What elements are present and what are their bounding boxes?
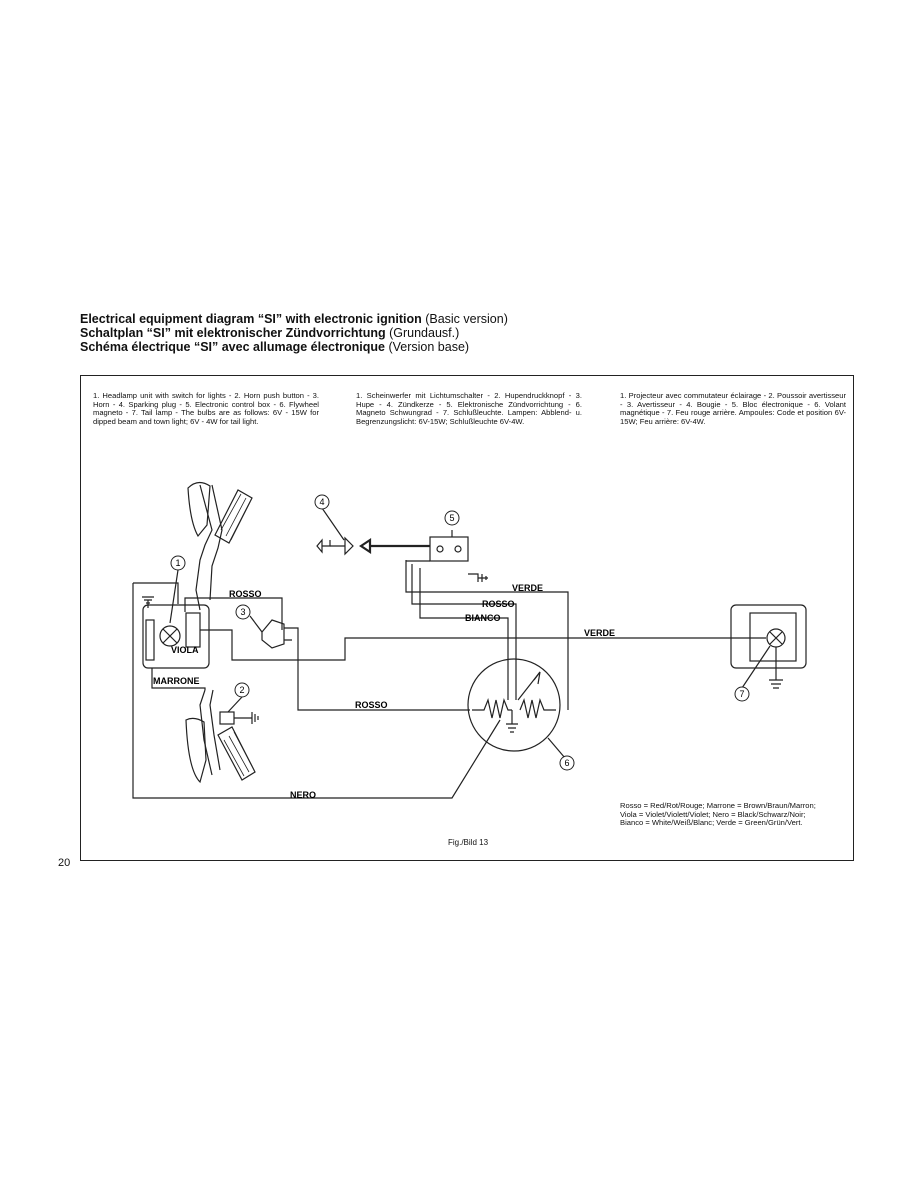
upper-grip — [214, 489, 253, 544]
ground-symbol-left — [142, 596, 154, 604]
verde-tail-wire — [200, 629, 766, 661]
wire-label-verde-top: VERDE — [512, 583, 543, 593]
callout-label-2: 2 — [239, 685, 244, 695]
callout-4 — [314, 494, 330, 510]
horn-button-icon — [219, 711, 235, 725]
callout-label-4: 4 — [319, 497, 324, 507]
wire-label-marrone: MARRONE — [153, 676, 200, 686]
color-key-line: Bianco = White/Weiß/Blanc; Verde = Green… — [620, 818, 803, 828]
tail-lamp-housing — [730, 604, 807, 669]
flywheel-magneto — [467, 658, 561, 752]
tail-lamp-lens — [749, 612, 797, 662]
title-german: Schaltplan “SI” mit elektronischer Zündv… — [80, 326, 460, 340]
spark-plug-icon — [330, 536, 354, 556]
callout-3 — [235, 604, 251, 620]
wire-label-rosso-top: ROSSO — [229, 589, 262, 599]
wire-label-nero: NERO — [290, 790, 316, 800]
wire-label-rosso-mid: ROSSO — [482, 599, 515, 609]
upper-brake-lever — [187, 481, 211, 538]
horn-icon — [261, 619, 285, 649]
handlebar-lower — [199, 689, 213, 776]
callout-1 — [170, 555, 186, 571]
title-french: Schéma électrique “SI” avec allumage éle… — [80, 340, 470, 354]
title-english: Electrical equipment diagram “SI” with e… — [80, 312, 508, 326]
legend-german: 1. Scheinwerfer mit Lichtumschalter - 2.… — [356, 391, 582, 426]
callout-5 — [444, 510, 460, 526]
headlamp-switch-box — [142, 604, 210, 669]
color-key-line: Rosso = Red/Rot/Rouge; Marrone = Brown/B… — [620, 801, 816, 810]
switch-contacts — [185, 612, 201, 648]
wire-label-rosso-bottom: ROSSO — [355, 700, 388, 710]
callout-2 — [234, 682, 250, 698]
electronic-control-box — [429, 536, 469, 562]
callout-label-5: 5 — [449, 513, 454, 523]
callout-label-7: 7 — [739, 689, 744, 699]
figure-caption: Fig./Bild 13 — [448, 838, 489, 847]
legend-english: 1. Headlamp unit with switch for lights … — [93, 391, 319, 426]
magneto-coil-b — [519, 697, 556, 719]
lower-grip — [217, 726, 256, 781]
callout-group — [170, 494, 750, 771]
spark-plug-symbol — [316, 538, 331, 554]
callout-label-1: 1 — [175, 558, 180, 568]
legend-french: 1. Projecteur avec commutateur éclairage… — [620, 391, 846, 426]
page-number: 20 — [58, 857, 71, 869]
handlebar-upper — [195, 484, 213, 611]
callout-label-6: 6 — [564, 758, 569, 768]
color-key-line: Viola = Violet/Violett/Violet; Nero = Bl… — [620, 809, 806, 819]
wire-label-bianco: BIANCO — [465, 613, 501, 623]
color-key: Rosso = Red/Rot/Rouge; Marrone = Brown/B… — [620, 801, 848, 828]
wire-label-viola: VIOLA — [171, 645, 199, 655]
diagram-frame — [80, 375, 854, 861]
wire-label-verde-right: VERDE — [584, 628, 615, 638]
lower-brake-lever — [185, 717, 207, 784]
magneto-coil-a — [472, 697, 512, 719]
callout-label-3: 3 — [240, 607, 245, 617]
callout-6 — [559, 755, 575, 771]
switch-slider — [145, 619, 155, 661]
callout-7 — [734, 686, 750, 702]
headlamp-bulb-icon — [159, 625, 181, 647]
diagram-titles: Electrical equipment diagram “SI” with e… — [80, 312, 508, 354]
ground-symbol-tail — [769, 647, 783, 689]
